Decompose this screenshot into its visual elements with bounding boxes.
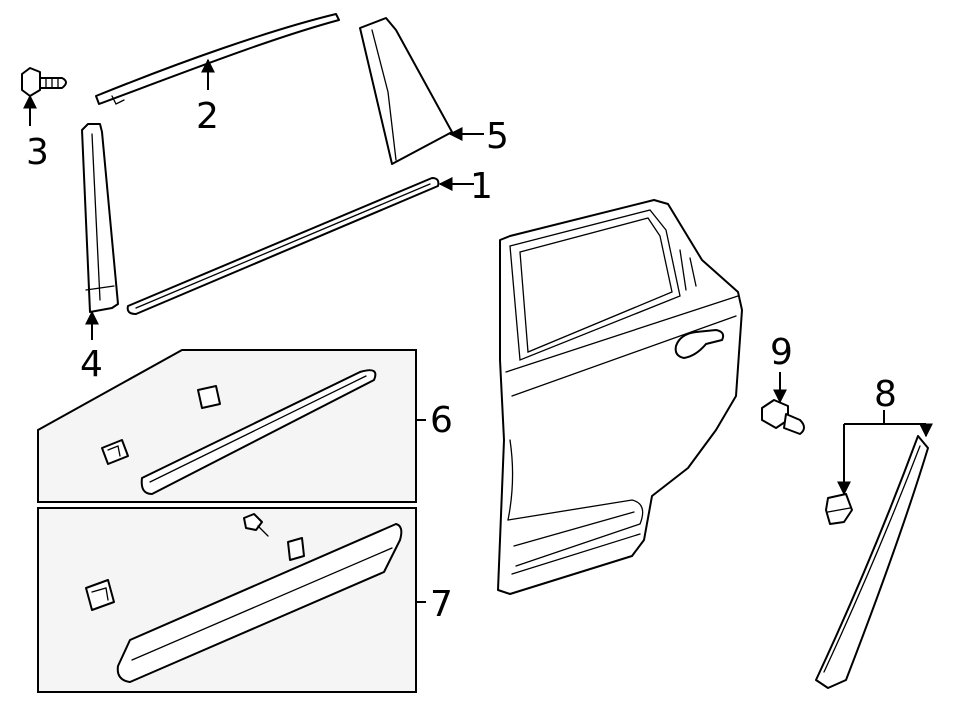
part-7-box: [37, 507, 417, 693]
part-6-box: [37, 349, 417, 503]
callout-6: 6: [430, 400, 453, 441]
part-4-pillar: [81, 123, 119, 313]
rear-door: [497, 199, 743, 595]
callout-3: 3: [26, 132, 49, 173]
part-3-clip: [21, 67, 67, 97]
callout-9: 9: [770, 332, 793, 373]
part-5-garnish: [359, 17, 453, 165]
callout-1: 1: [470, 166, 493, 207]
callout-2: 2: [196, 96, 219, 137]
callout-5: 5: [486, 116, 509, 157]
callout-4: 4: [80, 344, 103, 385]
callout-7: 7: [430, 584, 453, 625]
callout-8: 8: [874, 374, 897, 415]
part-9-bolt: [761, 399, 805, 435]
part-1-belt-molding: [126, 177, 440, 315]
leader-lines: [23, 58, 933, 603]
part-8-arch-molding: [815, 435, 929, 689]
part-2-upper-molding: [95, 13, 340, 105]
